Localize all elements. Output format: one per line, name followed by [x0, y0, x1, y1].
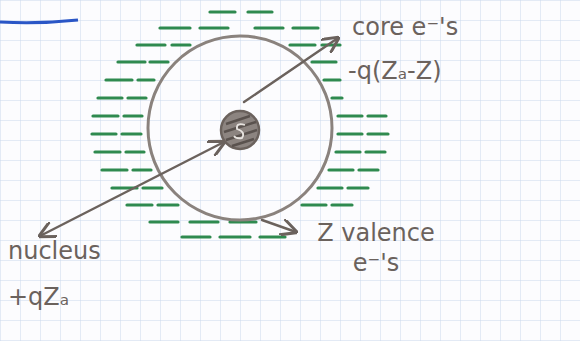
charge-label: +qZₐ — [8, 282, 69, 312]
callout-label: nucleus — [8, 236, 101, 266]
valence-electron-cloud — [92, 12, 388, 237]
valence-leader — [262, 220, 296, 232]
callout-label: Z valence e⁻'s — [296, 218, 456, 278]
core-leader — [244, 38, 338, 102]
callout-label: core e⁻'s — [352, 12, 458, 42]
core-shell — [148, 36, 332, 220]
title-underline — [0, 20, 78, 23]
nucleus-leader — [40, 142, 224, 236]
nucleus-symbol — [221, 111, 259, 149]
charge-label: -q(Zₐ-Z) — [348, 56, 442, 86]
leader-lines — [40, 38, 338, 236]
